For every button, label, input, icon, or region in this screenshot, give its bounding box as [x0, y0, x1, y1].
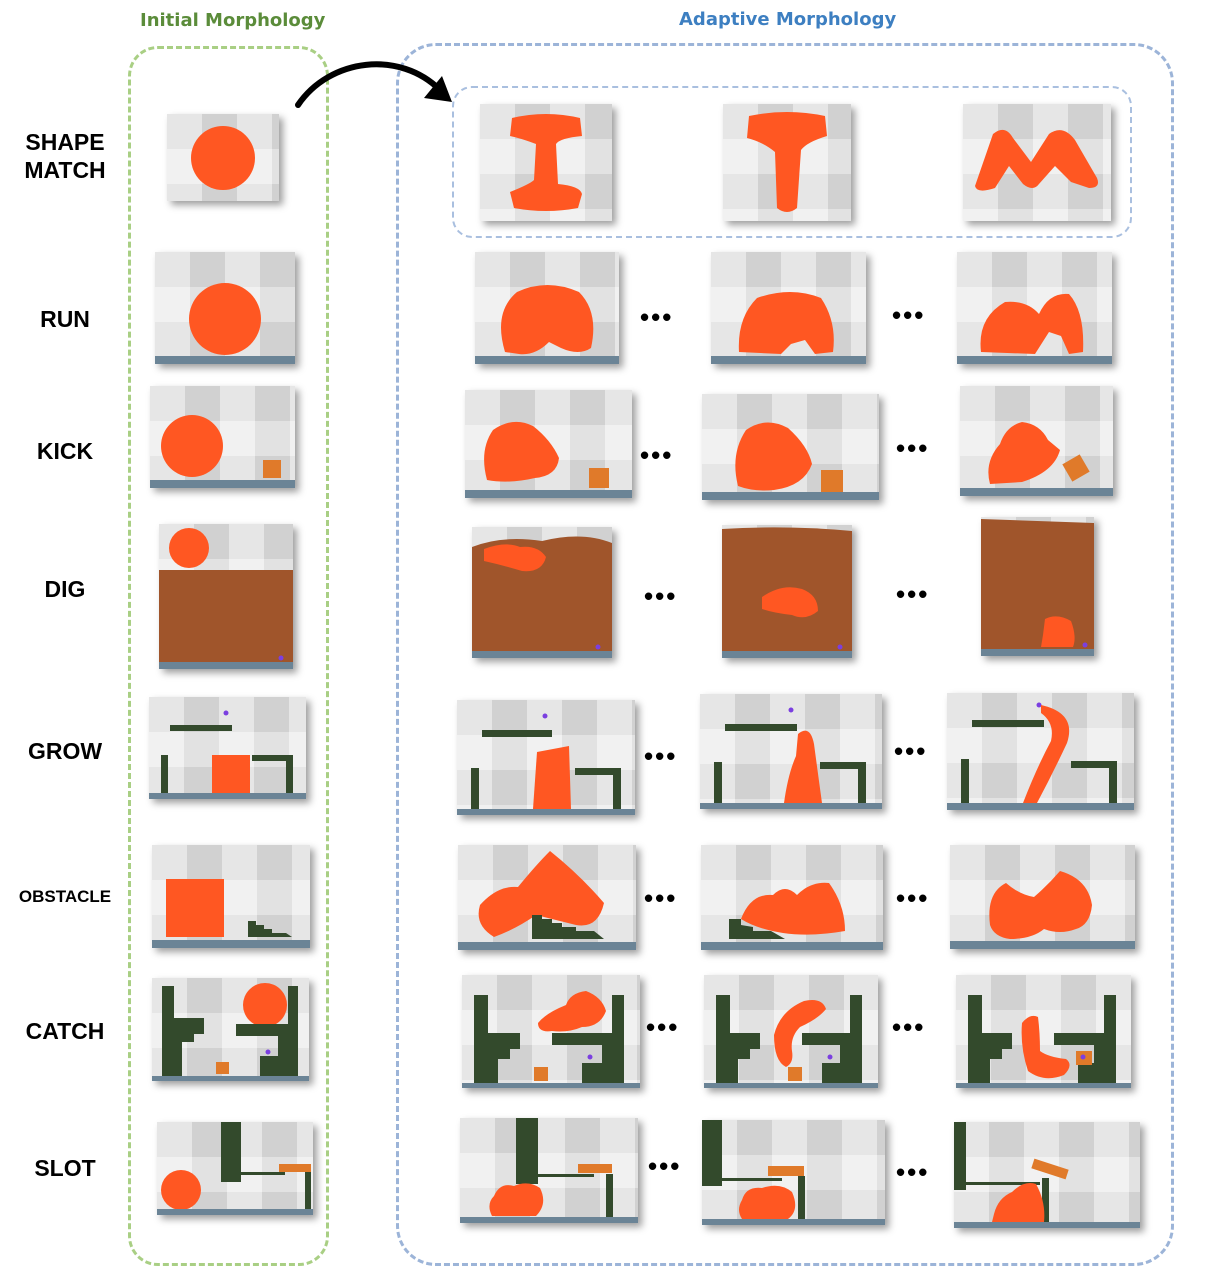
panel-obstacle-step2 [701, 845, 883, 950]
panel-grow-step2 [700, 694, 882, 809]
panel-shape-match-m [963, 104, 1111, 221]
ellipsis-kick-1: ••• [640, 440, 674, 470]
curved-arrow-icon [295, 61, 452, 108]
row-label-grow: GROW [27, 738, 103, 764]
initial-morphology-title: Initial Morphology [140, 10, 326, 31]
panel-obstacle-step1 [458, 845, 636, 950]
panel-dig-step2 [722, 525, 852, 658]
panel-catch-step2 [704, 975, 878, 1088]
panel-slot-step3 [954, 1122, 1140, 1228]
panel-run-step2 [711, 252, 866, 364]
panel-grow-step1 [457, 700, 635, 815]
ellipsis-dig-1: ••• [644, 581, 678, 611]
panel-shape-match-initial [167, 114, 279, 201]
panel-slot-step1 [460, 1118, 638, 1223]
ellipsis-grow-1: ••• [644, 741, 678, 771]
panel-kick-step3 [960, 386, 1113, 496]
panel-kick-step2 [702, 394, 879, 500]
row-label-kick: KICK [36, 438, 94, 464]
panel-kick-initial [150, 386, 295, 488]
panel-slot-initial [157, 1122, 313, 1215]
adaptive-morphology-title: Adaptive Morphology [679, 9, 897, 30]
ellipsis-catch-1: ••• [646, 1012, 680, 1042]
ellipsis-run-2: ••• [892, 300, 926, 330]
panel-dig-initial [159, 524, 293, 669]
panel-dig-step1 [472, 527, 612, 658]
shape-match-group [452, 86, 1132, 238]
panel-shape-match-t [723, 104, 851, 221]
row-label-slot: SLOT [34, 1155, 96, 1181]
panel-run-step1 [475, 252, 619, 364]
panel-obstacle-step3 [950, 845, 1135, 949]
panel-kick-step1 [465, 390, 632, 498]
row-label-run: RUN [40, 306, 90, 332]
row-label-dig: DIG [44, 576, 86, 602]
initial-morphology-group [128, 46, 329, 1266]
ellipsis-slot-1: ••• [648, 1151, 682, 1181]
panel-shape-match-i [480, 104, 612, 221]
panel-run-initial [155, 252, 295, 364]
panel-grow-initial [149, 697, 306, 799]
panel-slot-step2 [702, 1120, 885, 1225]
adaptive-morphology-group [396, 43, 1174, 1266]
panel-catch-step1 [462, 975, 640, 1088]
ellipsis-kick-2: ••• [896, 433, 930, 463]
ellipsis-obstacle-1: ••• [644, 883, 678, 913]
panel-catch-initial [152, 978, 309, 1081]
panel-dig-step3 [981, 517, 1094, 656]
ellipsis-dig-2: ••• [896, 579, 930, 609]
panel-obstacle-initial [152, 845, 310, 948]
ellipsis-run-1: ••• [640, 302, 674, 332]
panel-grow-step3 [947, 693, 1134, 810]
ellipsis-slot-2: ••• [896, 1157, 930, 1187]
row-label-catch: CATCH [25, 1018, 105, 1044]
ellipsis-catch-2: ••• [892, 1012, 926, 1042]
ellipsis-grow-2: ••• [894, 736, 928, 766]
panel-run-step3 [957, 252, 1112, 364]
ellipsis-obstacle-2: ••• [896, 883, 930, 913]
panel-catch-step3 [956, 975, 1131, 1088]
row-label-obstacle: OBSTACLE [18, 887, 112, 906]
